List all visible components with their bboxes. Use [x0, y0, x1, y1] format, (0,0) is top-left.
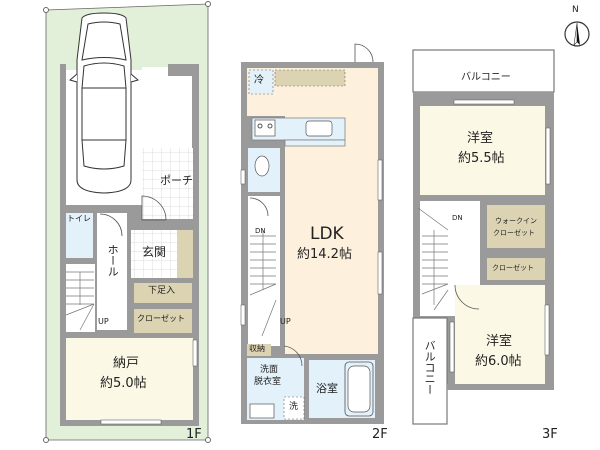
room-label-western-1: 洋室 [467, 131, 494, 146]
floor2-graphics [240, 43, 384, 424]
floor3-graphics [412, 49, 555, 425]
room-label-balcony-side: バルコニー [423, 340, 437, 395]
room-label-porch: ポーチ [160, 174, 193, 187]
floor-label-1f: 1F [186, 427, 202, 442]
room-label-washroom-1: 洗面 [260, 365, 279, 375]
room-label-hall: ホール [106, 244, 120, 277]
room-label-closet-1f: クローゼット [137, 314, 185, 323]
floor-label-3f: 3F [542, 427, 558, 442]
room-size-western-2: 約6.0帖 [475, 354, 522, 369]
room-label-shoe-storage: 下足入 [148, 286, 176, 296]
room-label-walkin-2: クローゼット [493, 229, 535, 237]
room-label-washroom-2: 脱衣室 [254, 377, 282, 387]
floor-label-2f: 2F [372, 427, 388, 442]
room-label-walkin-1: ウォークイン [495, 217, 537, 225]
room-size-western-1: 約5.5帖 [458, 151, 505, 166]
stairs-dn-label-2f: DN [255, 227, 266, 235]
room-label-storage: 収納 [249, 344, 265, 353]
room-label-entrance: 玄関 [142, 245, 167, 259]
room-size-storeroom: 約5.0帖 [100, 376, 147, 391]
compass-icon [564, 21, 590, 47]
stairs-up-label-1f: UP [98, 317, 109, 326]
washer-label: 洗 [289, 402, 299, 412]
fridge-label: 冷 [254, 75, 264, 86]
room-label-storeroom: 納戸 [113, 356, 140, 371]
room-label-ldk: LDK [310, 224, 344, 244]
room-label-balcony-top: バルコニー [461, 72, 511, 83]
room-label-western-2: 洋室 [486, 334, 513, 349]
compass-north-label: N [572, 5, 579, 15]
room-label-closet-3f: クローゼット [492, 264, 534, 272]
stairs-dn-label-3f: DN [452, 214, 463, 222]
stairs-up-label-2f: UP [280, 317, 291, 326]
room-size-ldk: 約14.2帖 [297, 247, 352, 262]
floor1-graphics [43, 1, 211, 443]
room-label-bathroom: 浴室 [316, 382, 338, 395]
room-label-toilet: トイレ [67, 214, 91, 223]
